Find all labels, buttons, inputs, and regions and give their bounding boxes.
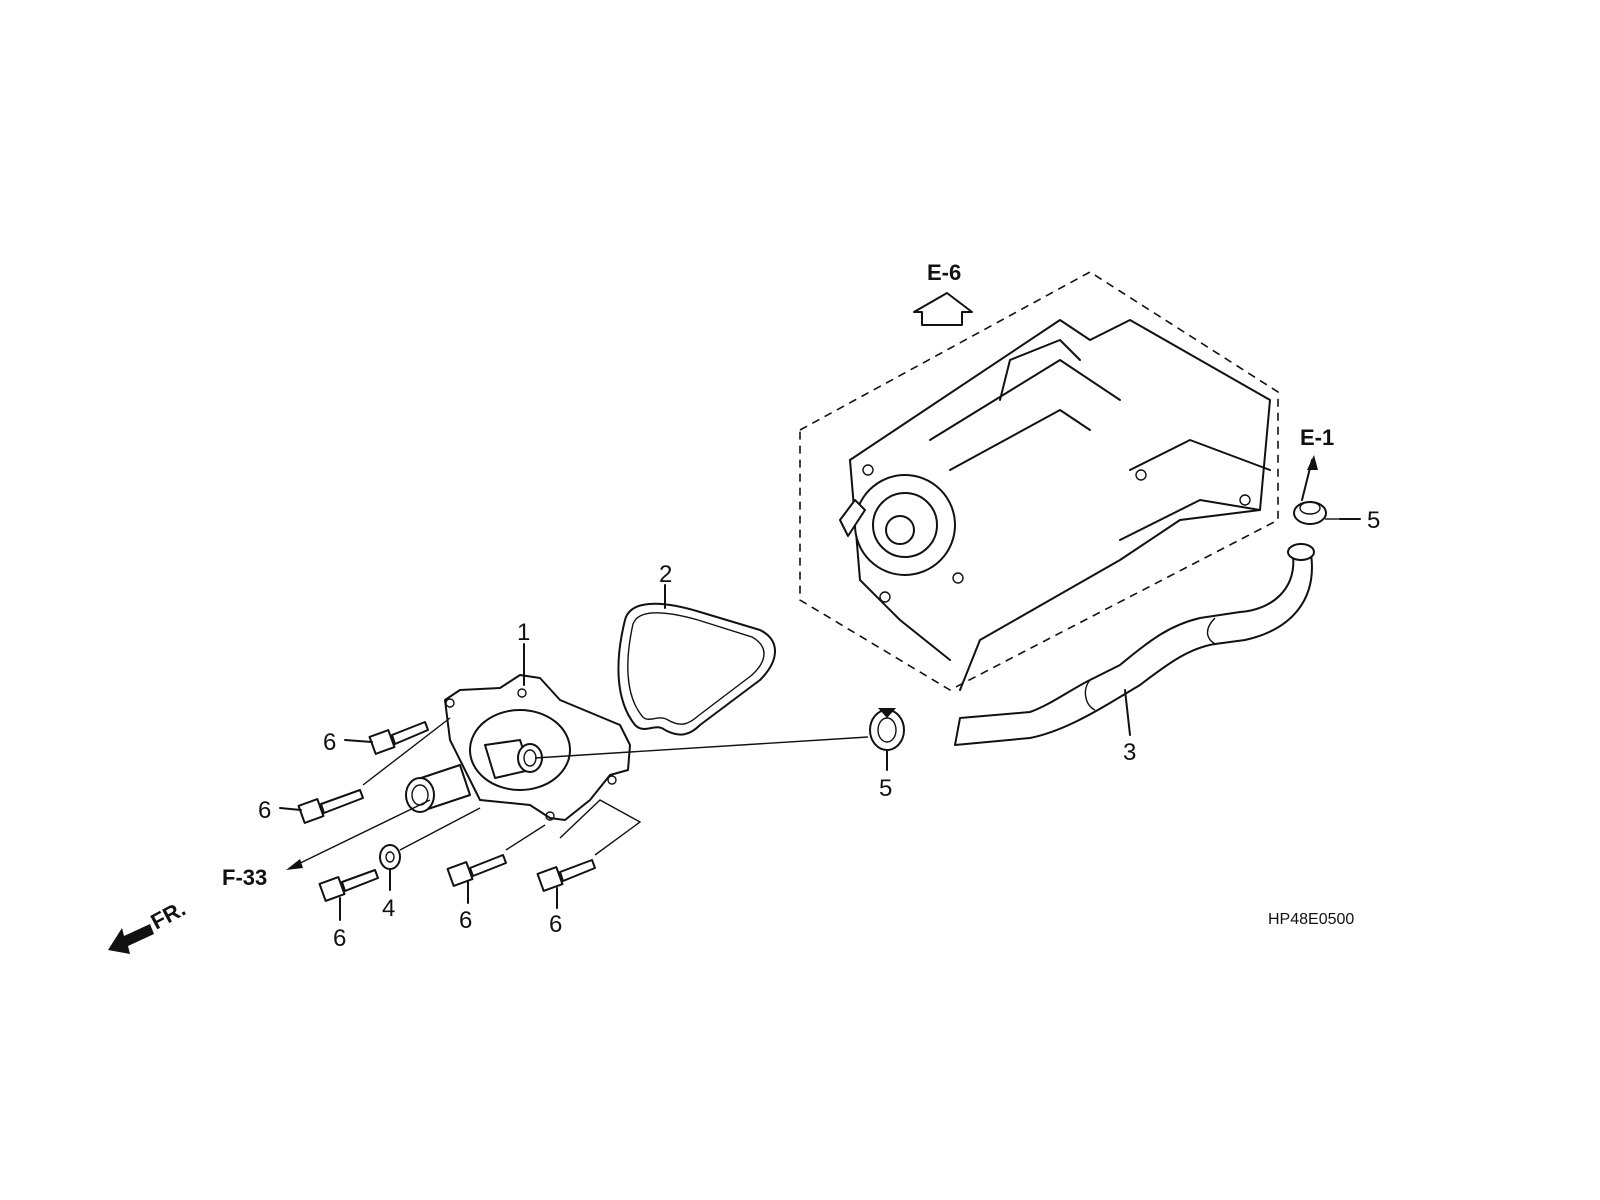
engine-crankcase (799, 271, 1279, 691)
front-direction-label: FR. (147, 896, 190, 935)
hose-clamp-lower: 5 (869, 708, 905, 802)
water-hose: 3 (954, 543, 1315, 766)
callout-6-a: 6 (323, 729, 336, 756)
bolt-e: 6 (536, 799, 642, 938)
callout-6-d: 6 (459, 907, 472, 934)
e6-reference-arrow: E-6 (913, 260, 973, 326)
callout-6-c: 6 (333, 925, 346, 952)
diagram-code: HP48E0500 (1268, 911, 1354, 928)
washer: 4 (379, 807, 481, 922)
callout-6-e: 6 (549, 911, 562, 938)
hose-clamp-upper: 5 (1293, 501, 1380, 534)
callout-2: 2 (659, 561, 672, 588)
e1-reference-label: E-1 (1300, 425, 1334, 450)
e1-reference-arrow: E-1 (1300, 425, 1334, 501)
bolt-c: 6 (318, 869, 379, 952)
water-pump-cover: 1 (405, 619, 869, 821)
callout-3: 3 (1123, 739, 1136, 766)
bolt-b: 6 (258, 717, 451, 824)
o-ring-gasket: 2 (617, 561, 776, 736)
f33-reference-label: F-33 (222, 865, 267, 890)
callout-1: 1 (517, 619, 530, 646)
bolt-a: 6 (323, 721, 429, 756)
front-direction-arrow: FR. (108, 896, 190, 954)
callout-5-upper: 5 (1367, 507, 1380, 534)
callout-6-b: 6 (258, 797, 271, 824)
e6-reference-label: E-6 (927, 260, 961, 285)
callout-4: 4 (382, 895, 395, 922)
f33-reference: F-33 (222, 799, 431, 890)
bolt-d: 6 (446, 824, 546, 934)
callout-5-lower: 5 (879, 775, 892, 802)
